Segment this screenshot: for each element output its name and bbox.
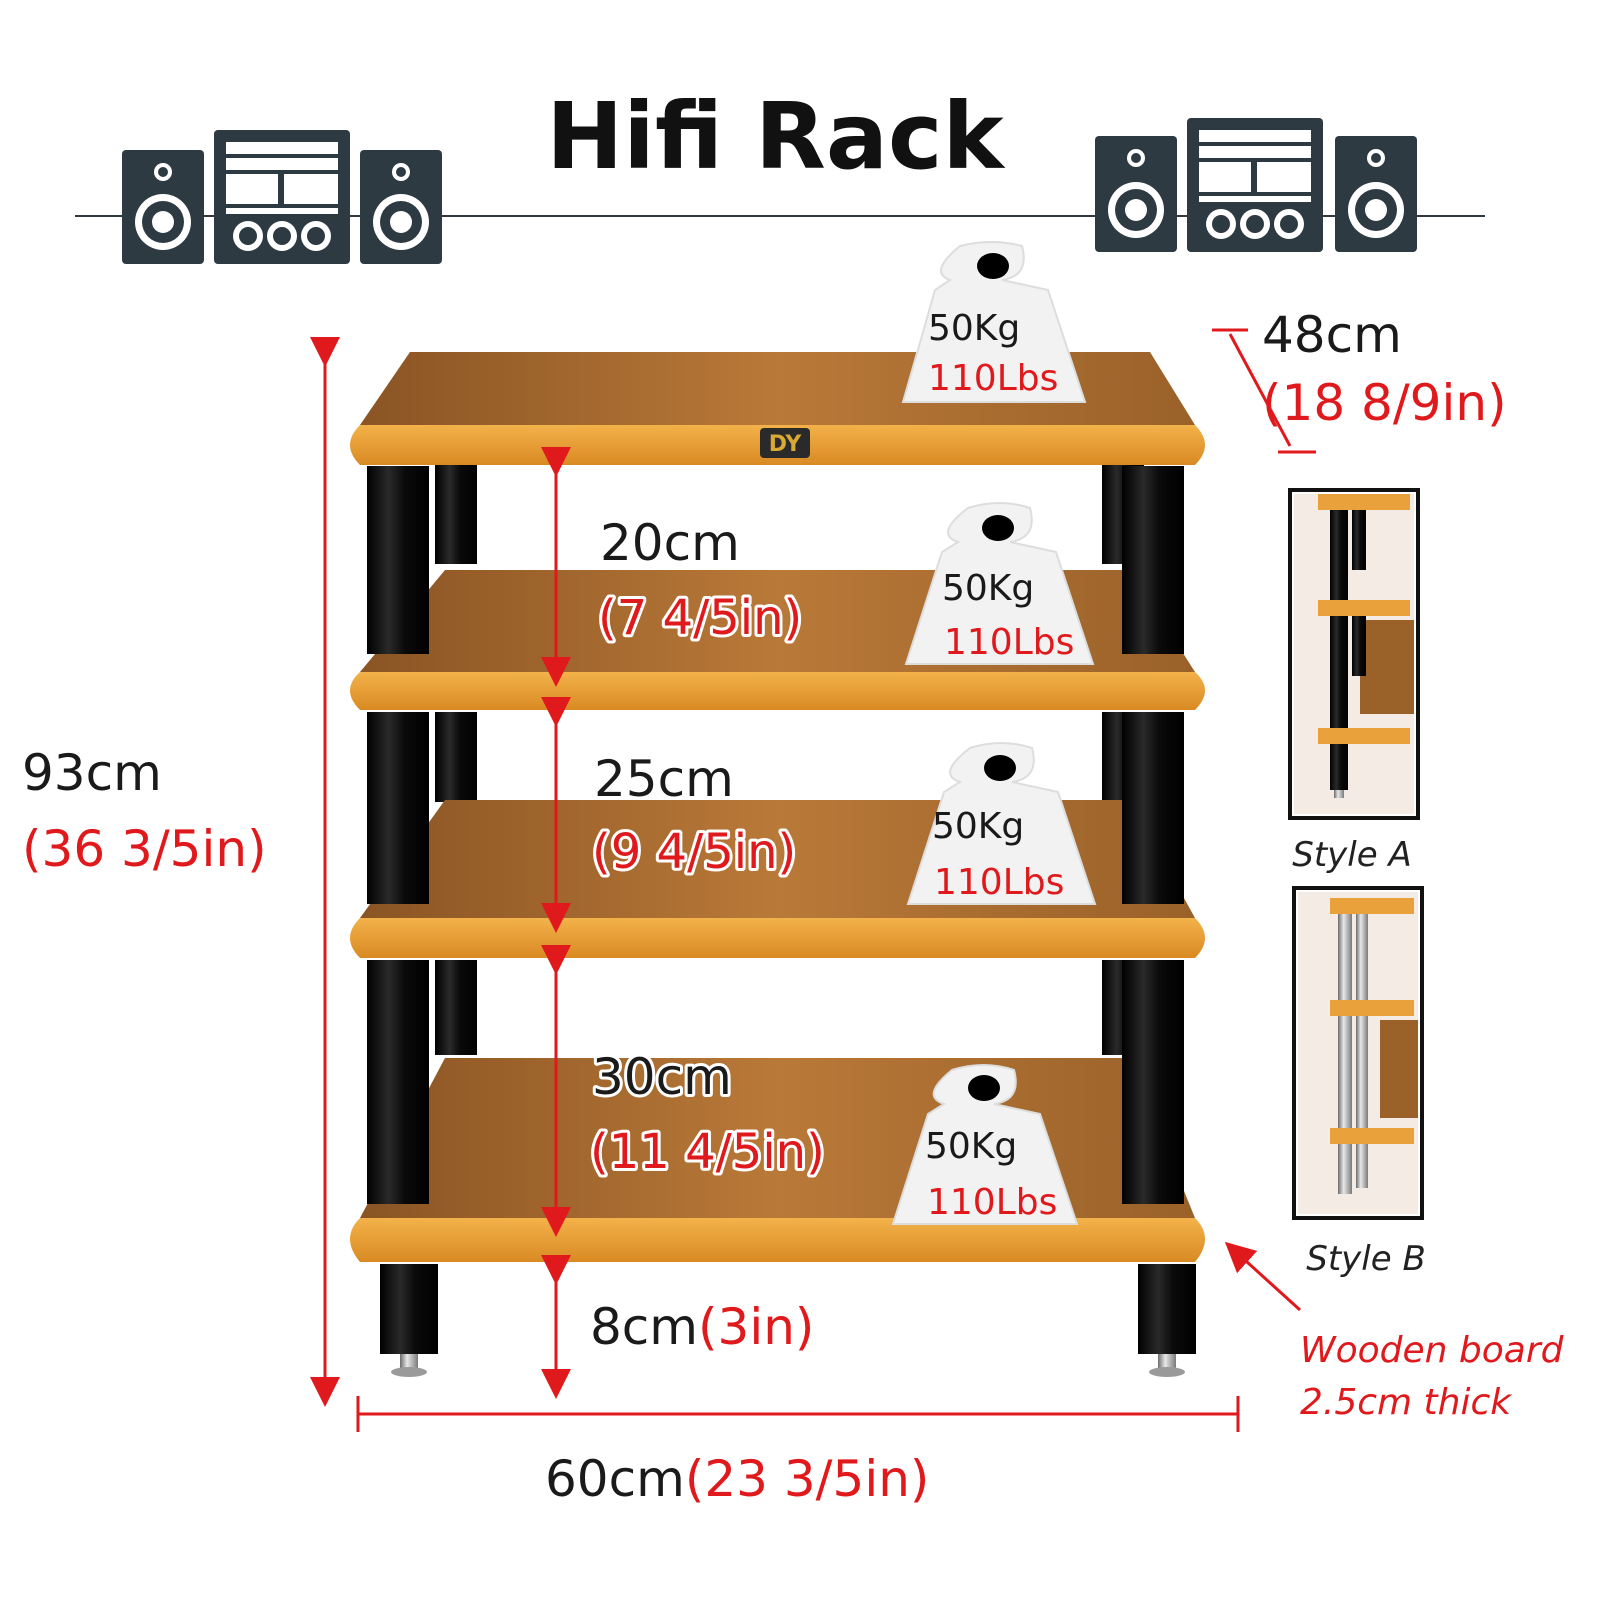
speaker-icon — [360, 150, 442, 264]
foot-dimension: 8cm(3in) — [590, 1298, 814, 1356]
weight-lbs: 110Lbs — [928, 358, 1058, 399]
height-inch: (36 3/5in) — [22, 820, 267, 878]
thickness-pointer — [1224, 1241, 1302, 1312]
style-options: Style A Style B — [1288, 488, 1426, 1279]
speaker-icon — [122, 150, 204, 264]
stereo-unit-icon — [1187, 118, 1323, 252]
weight-tag: 50Kg 110Lbs — [904, 502, 1095, 665]
depth-cm: 48cm — [1262, 306, 1402, 364]
page-title: Hifi Rack — [546, 83, 1005, 190]
hang-hole-icon — [984, 755, 1016, 781]
weight-kg: 50Kg — [928, 308, 1020, 349]
dimension-labels: 93cm (36 3/5in) 48cm (18 8/9in) 20cm (7 … — [22, 306, 1507, 1508]
hang-hole-icon — [968, 1075, 1000, 1101]
dimension-lines — [310, 328, 1316, 1432]
weight-lbs: 110Lbs — [927, 1182, 1057, 1223]
speaker-icon — [1095, 136, 1177, 252]
gap-inch: (9 4/5in) — [592, 824, 796, 880]
gap-inch: (7 4/5in) — [598, 590, 802, 646]
gap-cm: 20cm — [600, 514, 740, 572]
weight-tag: 50Kg 110Lbs — [901, 241, 1087, 403]
weight-kg: 50Kg — [932, 806, 1024, 847]
weight-kg: 50Kg — [925, 1126, 1017, 1167]
front-pillars — [367, 466, 1184, 1204]
weight-tag: 50Kg 110Lbs — [891, 1064, 1079, 1225]
gap-cm: 25cm — [594, 750, 734, 808]
hang-hole-icon — [977, 253, 1009, 279]
weight-lbs: 110Lbs — [944, 622, 1074, 663]
style-b-thumbnail: Style B — [1292, 886, 1426, 1279]
depth-line — [1228, 333, 1292, 447]
note-line-1: Wooden board — [1300, 1330, 1565, 1371]
depth-inch: (18 8/9in) — [1262, 374, 1507, 432]
header: Hifi Rack — [75, 83, 1485, 264]
stereo-unit-icon — [214, 130, 350, 264]
height-cm: 93cm — [22, 744, 162, 802]
brand-logo: DY — [769, 432, 803, 457]
gap-inch: (11 4/5in) — [590, 1124, 825, 1180]
feet — [380, 1264, 1196, 1377]
style-a-thumbnail: Style A — [1288, 488, 1420, 875]
weight-lbs: 110Lbs — [934, 862, 1064, 903]
hang-hole-icon — [982, 515, 1014, 541]
note-line-2: 2.5cm thick — [1300, 1382, 1513, 1423]
style-a-label: Style A — [1292, 835, 1411, 875]
shelf-top: DY — [350, 352, 1205, 465]
left-audio-icons — [122, 130, 442, 264]
speaker-icon — [1335, 136, 1417, 252]
gap-cm: 30cm — [592, 1048, 732, 1106]
weight-tags: 50Kg 110Lbs 50Kg 110Lbs 50Kg 110Lbs 50Kg… — [891, 241, 1097, 1225]
weight-tag: 50Kg 110Lbs — [906, 742, 1097, 905]
brand-logo-plate — [760, 428, 810, 458]
weight-kg: 50Kg — [942, 568, 1034, 609]
right-audio-icons — [1095, 118, 1417, 252]
style-b-label: Style B — [1306, 1239, 1426, 1279]
board-thickness-note: Wooden board 2.5cm thick — [1300, 1330, 1565, 1423]
width-dimension: 60cm(23 3/5in) — [545, 1450, 929, 1508]
